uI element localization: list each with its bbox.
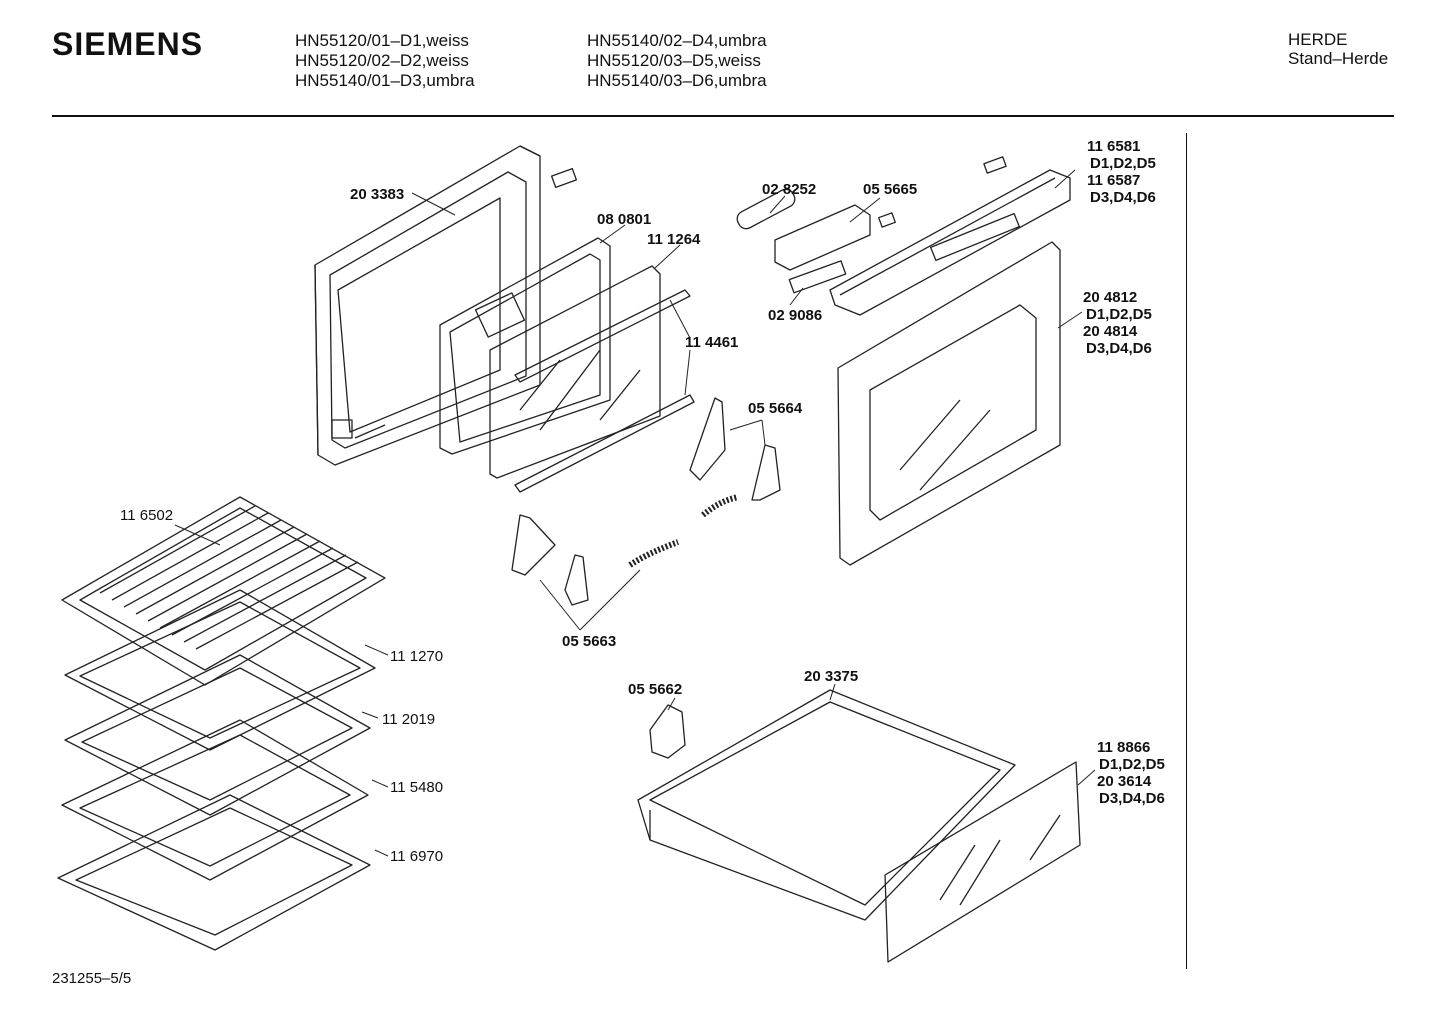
part-label: 02 9086	[768, 307, 823, 324]
part-variant-label: D3,D4,D6	[1090, 189, 1156, 206]
grill-rack	[62, 497, 385, 685]
part-label: 11 5480	[390, 779, 444, 796]
part-label: 20 3375	[804, 668, 859, 685]
document-number: 231255–5/5	[52, 970, 132, 987]
part-label: 05 5663	[562, 633, 617, 650]
part-label: 20 3383	[350, 186, 405, 203]
category-label: HERDE Stand–Herde	[1288, 30, 1388, 68]
model-item: HN55140/03–D6,umbra	[587, 71, 767, 90]
clip-part	[552, 169, 577, 188]
part-label: 05 5665	[863, 181, 918, 198]
model-item: HN55120/03–D5,weiss	[587, 51, 761, 70]
baking-tray-2	[65, 655, 370, 815]
door-frame-inner	[440, 238, 610, 454]
part-label: 11 6587	[1087, 172, 1141, 189]
control-panel-strip	[830, 157, 1070, 315]
category-line-2: Stand–Herde	[1288, 49, 1389, 68]
seal-ring	[734, 186, 797, 231]
model-item: HN55140/01–D3,umbra	[295, 71, 475, 90]
part-label: 11 6581	[1087, 138, 1141, 155]
model-item: HN55120/02–D2,weiss	[295, 51, 469, 70]
glass-pane	[490, 266, 660, 478]
part-variant-label: D3,D4,D6	[1086, 340, 1152, 357]
part-label: 20 4814	[1083, 323, 1138, 340]
model-item: HN55140/02–D4,umbra	[587, 31, 767, 50]
category-line-1: HERDE	[1288, 30, 1348, 49]
part-label: 05 5664	[748, 400, 803, 417]
part-label: 11 1270	[390, 648, 444, 665]
model-item: HN55120/01–D1,weiss	[295, 31, 469, 50]
part-label: 11 6502	[120, 507, 174, 524]
part-label: 11 6970	[390, 848, 444, 865]
part-variant-label: D1,D2,D5	[1090, 155, 1156, 172]
baking-tray-1	[65, 590, 375, 750]
part-label: 05 5662	[628, 681, 683, 698]
door-frame-outer	[315, 146, 540, 465]
baking-tray-4	[58, 795, 370, 950]
drawer-clip	[650, 705, 685, 758]
baking-tray-3	[62, 720, 368, 880]
glass-rail	[515, 290, 694, 492]
part-label: 11 8866	[1097, 739, 1151, 756]
part-variant-label: D3,D4,D6	[1099, 790, 1165, 807]
drawer-box	[638, 690, 1015, 920]
brand-logo: SIEMENS	[52, 26, 204, 62]
part-label: 20 3614	[1097, 773, 1152, 790]
model-list-1: HN55120/01–D1,weiss HN55120/02–D2,weiss …	[295, 31, 475, 91]
handle-bracket	[775, 205, 895, 293]
outer-door-glass	[838, 242, 1060, 565]
part-label: 08 0801	[597, 211, 652, 228]
hinge-upper	[690, 398, 780, 515]
part-label: 11 2019	[382, 711, 436, 728]
header-divider	[52, 115, 1394, 117]
part-label: 11 4461	[685, 334, 739, 351]
part-label: 20 4812	[1083, 289, 1138, 306]
part-label: 02 8252	[762, 181, 817, 198]
part-variant-label: D1,D2,D5	[1086, 306, 1152, 323]
hinge-lower	[512, 515, 678, 605]
part-label: 11 1264	[647, 231, 701, 248]
model-list-2: HN55140/02–D4,umbra HN55120/03–D5,weiss …	[587, 31, 767, 91]
part-variant-label: D1,D2,D5	[1099, 756, 1165, 773]
leader-lines	[175, 170, 1095, 856]
drawer-front	[885, 762, 1080, 962]
margin-divider	[1186, 133, 1187, 969]
